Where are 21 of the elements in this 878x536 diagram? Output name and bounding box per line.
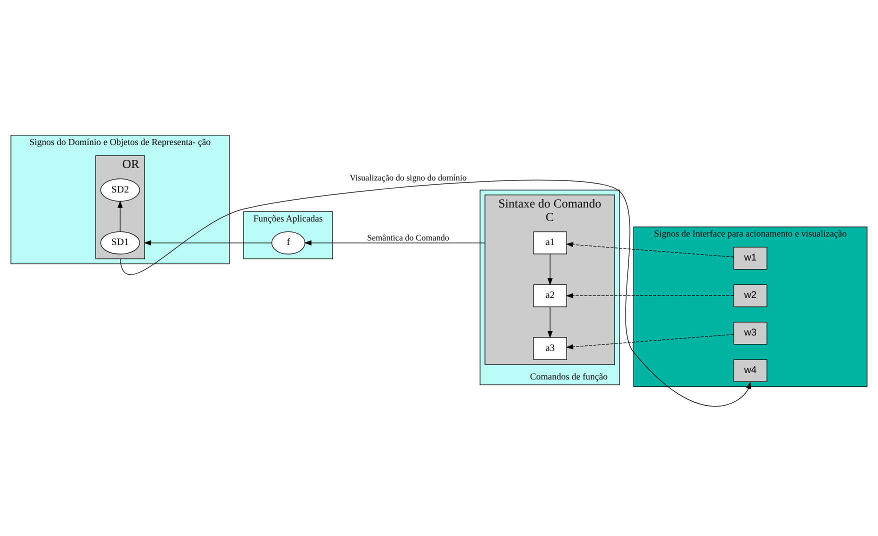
node-box: w1 <box>733 246 768 270</box>
arrow <box>118 200 123 232</box>
arrow <box>566 242 734 257</box>
arrow <box>304 240 486 245</box>
node-box: w2 <box>733 284 768 307</box>
node-box: a1 <box>533 231 567 254</box>
arrow <box>548 253 553 285</box>
node-ellipse: SD1 <box>100 230 140 254</box>
node-box: w4 <box>733 358 768 382</box>
node-box: a2 <box>533 284 567 307</box>
arrow <box>120 179 752 406</box>
node-ellipse: f <box>271 230 306 254</box>
arrow <box>566 334 734 349</box>
node-ellipse: SD2 <box>100 178 140 202</box>
arrow <box>566 292 734 298</box>
node-box: w3 <box>733 321 768 344</box>
arrow <box>548 306 553 338</box>
arrow <box>144 240 272 245</box>
edge-label: Visualização do signo do domínio <box>350 172 467 182</box>
node-box: a3 <box>533 336 567 360</box>
edge-label: Semântica do Comando <box>367 232 450 242</box>
